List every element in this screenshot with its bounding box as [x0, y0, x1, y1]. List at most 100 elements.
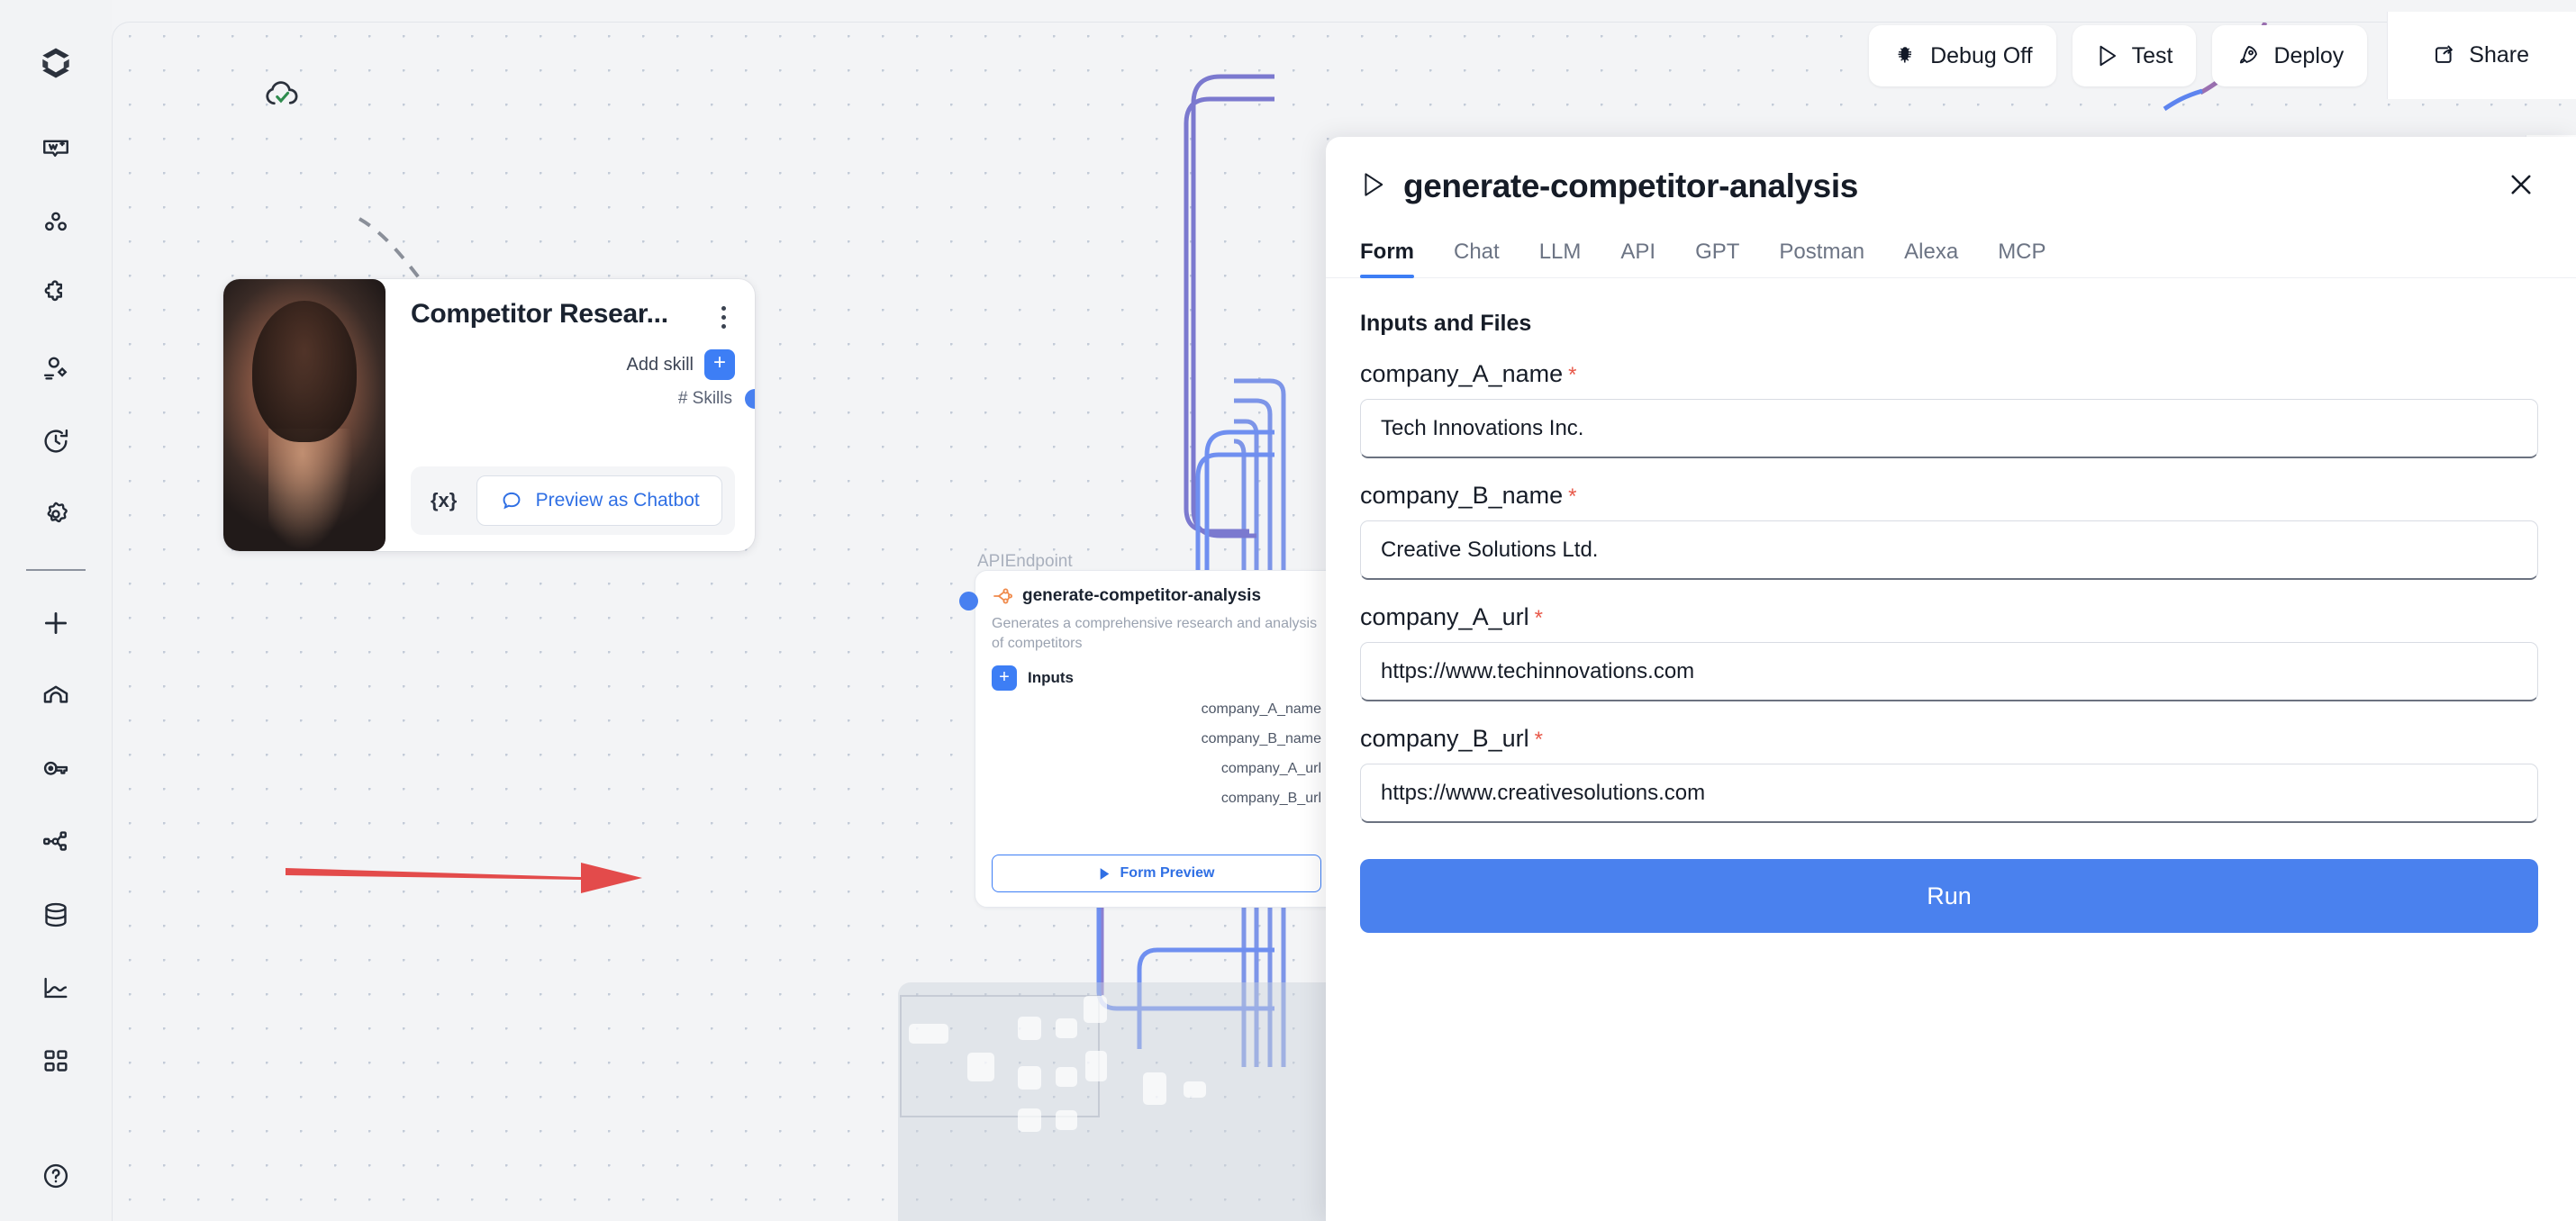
agent-card-body: Competitor Resear... Add skill + # Skill… — [385, 279, 755, 551]
tab-llm[interactable]: LLM — [1538, 240, 1582, 264]
form-field-company-b-url: company_B_url* — [1360, 725, 2538, 823]
skill-branch-icon — [993, 588, 1012, 604]
play-triangle-icon — [2100, 45, 2116, 67]
form-field-company-a-name: company_A_name* — [1360, 360, 2538, 458]
panel-tabs: Form Chat LLM API GPT Postman Alexa MCP — [1326, 240, 2576, 278]
company-b-name-input[interactable] — [1360, 520, 2538, 580]
inputs-label: Inputs — [1028, 669, 1074, 687]
share-label: Share — [2469, 41, 2529, 68]
sidebar-divider — [26, 569, 86, 571]
api-node-handle-list: company_A_name company_B_name company_A_… — [992, 700, 1345, 809]
grid-apps-icon[interactable] — [23, 1028, 88, 1093]
play-triangle-icon — [1100, 867, 1109, 880]
run-button[interactable]: Run — [1360, 859, 2538, 933]
api-node-input-handle[interactable] — [959, 592, 978, 610]
debug-toggle-button[interactable]: Debug Off — [1869, 25, 2056, 86]
workspace-icon[interactable] — [23, 117, 88, 182]
share-button-container: Share — [2387, 11, 2576, 99]
api-node-group-label: APIEndpoint — [977, 552, 1073, 571]
node-handle-row[interactable]: company_B_url — [992, 789, 1345, 809]
top-toolbar: Debug Off Test Deploy — [1849, 0, 2576, 110]
add-skill-label: Add skill — [626, 354, 694, 375]
tab-api[interactable]: API — [1620, 240, 1656, 264]
skeleton-frame — [900, 995, 1100, 1117]
gear-icon[interactable] — [23, 482, 88, 547]
variables-icon[interactable]: {x} — [431, 489, 458, 511]
panel-header: generate-competitor-analysis — [1326, 137, 2576, 205]
api-node-title: generate-competitor-analysis — [1022, 586, 1262, 605]
agent-card[interactable]: Competitor Resear... Add skill + # Skill… — [223, 279, 755, 551]
node-handle-label: company_A_name — [1201, 701, 1321, 718]
share-button[interactable]: Share — [2408, 24, 2553, 86]
skills-count-label: # Skills — [677, 389, 732, 408]
form-preview-panel: generate-competitor-analysis Form Chat L… — [1326, 137, 2576, 1221]
api-node-header: generate-competitor-analysis — [992, 585, 1321, 607]
panel-title: generate-competitor-analysis — [1403, 167, 1858, 204]
api-node-inputs-row: + Inputs — [992, 665, 1321, 692]
company-b-url-input[interactable] — [1360, 764, 2538, 823]
question-circle-icon[interactable] — [23, 1144, 88, 1208]
save-status-cloud-check-icon — [262, 75, 304, 113]
skills-output-handle[interactable] — [745, 389, 755, 409]
node-handle-row[interactable]: company_B_name — [992, 729, 1345, 749]
annotation-red-arrow-icon — [284, 855, 644, 905]
deploy-label: Deploy — [2273, 42, 2345, 68]
brand-logo-icon[interactable] — [23, 31, 88, 95]
tab-form[interactable]: Form — [1360, 240, 1414, 278]
tab-mcp[interactable]: MCP — [1998, 240, 2046, 264]
required-marker: * — [1534, 728, 1543, 752]
user-settings-icon[interactable] — [23, 336, 88, 401]
left-sidebar — [0, 0, 112, 1221]
agent-title-row: Competitor Resear... — [411, 299, 735, 330]
api-node-description: Generates a comprehensive research and a… — [992, 616, 1318, 651]
tab-postman[interactable]: Postman — [1779, 240, 1865, 264]
home-icon[interactable] — [23, 664, 88, 728]
share-export-icon — [2435, 45, 2454, 63]
line-chart-icon[interactable] — [23, 955, 88, 1020]
agent-card-footer: {x} Preview as Chatbot — [411, 466, 735, 535]
field-label: company_A_url* — [1360, 603, 1543, 630]
tab-alexa[interactable]: Alexa — [1904, 240, 1959, 264]
company-a-url-input[interactable] — [1360, 642, 2538, 701]
agent-menu-kebab-icon[interactable] — [712, 299, 735, 329]
panel-body: Inputs and Files company_A_name* company… — [1326, 278, 2576, 823]
add-skill-button[interactable]: + — [704, 349, 735, 380]
form-field-company-a-url: company_A_url* — [1360, 603, 2538, 701]
test-label: Test — [2131, 42, 2173, 68]
clock-rotate-icon[interactable] — [23, 409, 88, 474]
chat-bubble-icon — [503, 492, 521, 510]
key-icon[interactable] — [23, 737, 88, 801]
agent-title: Competitor Resear... — [411, 299, 668, 329]
add-skill-row: Add skill + — [411, 349, 735, 380]
puzzle-icon[interactable] — [23, 263, 88, 328]
toolbar-button-group: Debug Off Test Deploy — [1849, 0, 2387, 110]
node-handle-row[interactable]: company_A_url — [992, 759, 1345, 779]
agents-icon[interactable] — [23, 190, 88, 255]
plus-icon[interactable] — [23, 591, 88, 656]
form-field-company-b-name: company_B_name* — [1360, 482, 2538, 580]
company-a-name-input[interactable] — [1360, 399, 2538, 458]
api-endpoint-node[interactable]: generate-competitor-analysis Generates a… — [975, 570, 1345, 908]
play-triangle-icon[interactable] — [1360, 170, 1387, 204]
bug-icon — [1898, 47, 1912, 63]
preview-as-chatbot-button[interactable]: Preview as Chatbot — [476, 475, 722, 526]
node-handle-row[interactable]: company_A_name — [992, 700, 1345, 719]
tab-gpt[interactable]: GPT — [1695, 240, 1740, 264]
tab-chat[interactable]: Chat — [1454, 240, 1500, 264]
debug-toggle-label: Debug Off — [1930, 42, 2033, 68]
field-label: company_A_name* — [1360, 360, 1577, 387]
add-input-button[interactable]: + — [992, 665, 1017, 692]
deploy-button[interactable]: Deploy — [2212, 25, 2368, 86]
agent-avatar-image — [223, 279, 385, 551]
test-button[interactable]: Test — [2072, 25, 2197, 86]
inputs-and-files-heading: Inputs and Files — [1360, 311, 1532, 336]
field-label: company_B_url* — [1360, 725, 1543, 752]
database-icon[interactable] — [23, 882, 88, 947]
form-preview-button[interactable]: Form Preview — [992, 855, 1321, 892]
form-preview-label: Form Preview — [1120, 865, 1215, 881]
share-nodes-icon[interactable] — [23, 809, 88, 874]
close-icon[interactable] — [2506, 169, 2536, 204]
preview-as-chatbot-label: Preview as Chatbot — [535, 490, 700, 511]
required-marker: * — [1534, 606, 1543, 630]
